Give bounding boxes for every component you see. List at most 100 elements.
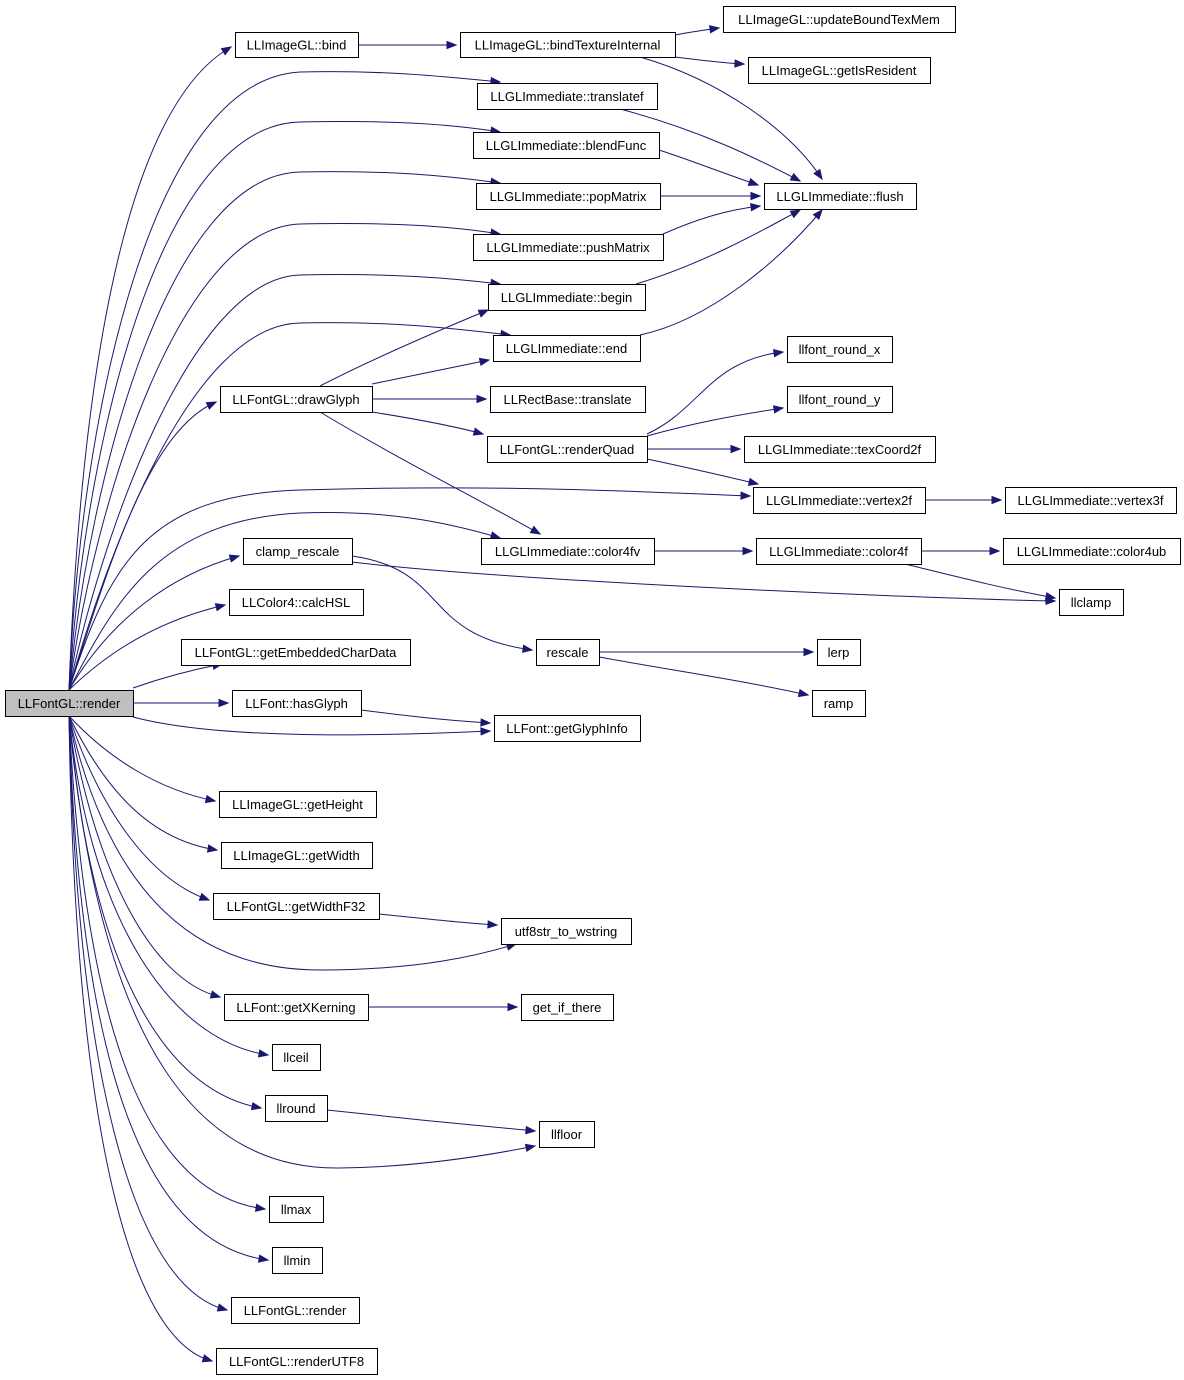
node-end[interactable]: LLGLImmediate::end <box>493 335 641 362</box>
node-color4ub[interactable]: LLGLImmediate::color4ub <box>1003 538 1181 565</box>
edge-line <box>68 715 269 1056</box>
node-getWidth[interactable]: LLImageGL::getWidth <box>221 842 373 869</box>
node-bindTextureInternal[interactable]: LLImageGL::bindTextureInternal <box>460 32 676 58</box>
edge-line <box>68 46 232 691</box>
edge-line <box>598 656 809 696</box>
node-drawGlyph[interactable]: LLFontGL::drawGlyph <box>220 386 373 413</box>
node-renderQuad[interactable]: LLFontGL::renderQuad <box>487 436 648 463</box>
node-rect_translate[interactable]: LLRectBase::translate <box>490 386 646 413</box>
node-getWidthF32[interactable]: LLFontGL::getWidthF32 <box>213 893 380 920</box>
node-vertex3f[interactable]: LLGLImmediate::vertex3f <box>1005 487 1177 514</box>
node-pushMatrix[interactable]: LLGLImmediate::pushMatrix <box>473 234 664 261</box>
edge-renderQuad-to-vertex2f <box>646 458 760 486</box>
node-llceil[interactable]: llceil <box>272 1044 321 1071</box>
node-ramp[interactable]: ramp <box>812 690 866 717</box>
node-getGlyphInfo[interactable]: LLFont::getGlyphInfo <box>494 715 641 742</box>
node-flush[interactable]: LLGLImmediate::flush <box>764 183 917 210</box>
node-bind[interactable]: LLImageGL::bind <box>235 32 359 58</box>
node-translatef[interactable]: LLGLImmediate::translatef <box>477 83 658 110</box>
arrowhead-icon <box>204 794 217 804</box>
node-clamp_rescale[interactable]: clamp_rescale <box>243 538 353 565</box>
node-begin[interactable]: LLGLImmediate::begin <box>488 284 646 311</box>
node-popMatrix[interactable]: LLGLImmediate::popMatrix <box>476 183 661 210</box>
node-llclamp[interactable]: llclamp <box>1059 589 1124 616</box>
node-box <box>481 538 655 565</box>
node-box <box>5 690 134 717</box>
node-label: LLGLImmediate::vertex3f <box>1018 493 1164 508</box>
node-utf8str_to_wstring[interactable]: utf8str_to_wstring <box>501 918 632 945</box>
node-getEmbeddedCharData[interactable]: LLFontGL::getEmbeddedCharData <box>181 639 411 666</box>
arrowhead-icon <box>489 531 502 540</box>
edge-render_root-to-getGlyphInfo <box>132 716 492 736</box>
edge-line <box>639 56 823 180</box>
node-label: LLFontGL::renderUTF8 <box>229 1354 364 1369</box>
node-hasGlyph[interactable]: LLFont::hasGlyph <box>232 690 362 717</box>
arrowhead-icon <box>507 1002 519 1012</box>
edge-render_root-to-vertex2f <box>68 487 752 691</box>
node-render_root[interactable]: LLFontGL::render <box>5 690 134 717</box>
node-label: LLGLImmediate::flush <box>776 189 903 204</box>
edge-getXKerning-to-get_if_there <box>368 1002 519 1012</box>
edge-drawGlyph-to-renderQuad <box>371 411 485 436</box>
edge-clamp_rescale-to-rescale <box>351 555 534 653</box>
node-vertex2f[interactable]: LLGLImmediate::vertex2f <box>753 487 926 514</box>
node-label: LLGLImmediate::color4ub <box>1017 544 1167 559</box>
edge-line <box>326 1109 536 1132</box>
edge-bindTextureInternal-to-flush <box>639 56 823 181</box>
edge-rescale-to-ramp <box>598 656 810 698</box>
node-calcHSL[interactable]: LLColor4::calcHSL <box>229 589 364 616</box>
node-label: LLFont::getGlyphInfo <box>506 721 627 736</box>
node-box <box>220 386 373 413</box>
arrowhead-icon <box>478 357 491 367</box>
node-box <box>213 893 380 920</box>
arrowhead-icon <box>797 688 810 698</box>
arrowhead-icon <box>989 546 1001 556</box>
edge-line <box>371 359 490 385</box>
node-blendFunc[interactable]: LLGLImmediate::blendFunc <box>473 132 660 159</box>
node-updateBoundTexMem[interactable]: LLImageGL::updateBoundTexMem <box>723 6 956 33</box>
arrowhead-icon <box>446 40 458 50</box>
edge-line <box>68 401 217 691</box>
edge-bindTextureInternal-to-getIsResident <box>674 56 746 68</box>
edge-render_root-to-getWidthF32 <box>68 715 211 901</box>
node-box <box>521 994 614 1021</box>
edge-renderQuad-to-llfont_round_y <box>646 405 785 437</box>
node-getXKerning[interactable]: LLFont::getXKerning <box>224 994 369 1021</box>
edge-line <box>68 715 213 1362</box>
node-color4f[interactable]: LLGLImmediate::color4f <box>756 538 922 565</box>
node-llmin[interactable]: llmin <box>272 1247 323 1274</box>
node-label: LLGLImmediate::translatef <box>490 89 644 104</box>
node-getIsResident[interactable]: LLImageGL::getIsResident <box>748 57 931 84</box>
node-color4fv[interactable]: LLGLImmediate::color4fv <box>481 538 655 565</box>
node-box <box>764 183 917 210</box>
arrowhead-icon <box>201 1354 214 1363</box>
node-rescale[interactable]: rescale <box>536 639 600 666</box>
arrowhead-icon <box>480 718 492 727</box>
node-llround[interactable]: llround <box>265 1095 328 1122</box>
arrowhead-icon <box>198 892 211 901</box>
node-label: LLFontGL::render <box>244 1303 347 1318</box>
node-llfont_round_y[interactable]: llfont_round_y <box>787 386 893 413</box>
node-label: rescale <box>547 645 589 660</box>
node-box <box>723 6 956 33</box>
node-llfont_round_x[interactable]: llfont_round_x <box>787 336 893 363</box>
node-llfloor[interactable]: llfloor <box>539 1121 595 1148</box>
node-renderUTF8[interactable]: LLFontGL::renderUTF8 <box>216 1348 378 1375</box>
node-get_if_there[interactable]: get_if_there <box>521 994 614 1021</box>
node-llmax[interactable]: llmax <box>269 1196 324 1223</box>
node-render_callee[interactable]: LLFontGL::render <box>231 1297 360 1324</box>
node-lerp[interactable]: lerp <box>817 639 861 666</box>
edge-drawGlyph-to-rect_translate <box>372 394 488 404</box>
edge-render_root-to-llmin <box>68 715 270 1263</box>
arrowhead-icon <box>772 405 785 414</box>
node-getHeight[interactable]: LLImageGL::getHeight <box>219 791 377 818</box>
arrowhead-icon <box>813 168 823 181</box>
edge-render_root-to-getHeight <box>68 715 217 804</box>
node-texCoord2f[interactable]: LLGLImmediate::texCoord2f <box>744 436 936 463</box>
node-label: LLFontGL::render <box>18 696 121 711</box>
node-box <box>476 183 661 210</box>
arrowhead-icon <box>747 477 760 486</box>
edge-color4f-to-color4ub <box>921 546 1001 556</box>
edge-bindTextureInternal-to-updateBoundTexMem <box>674 25 721 36</box>
